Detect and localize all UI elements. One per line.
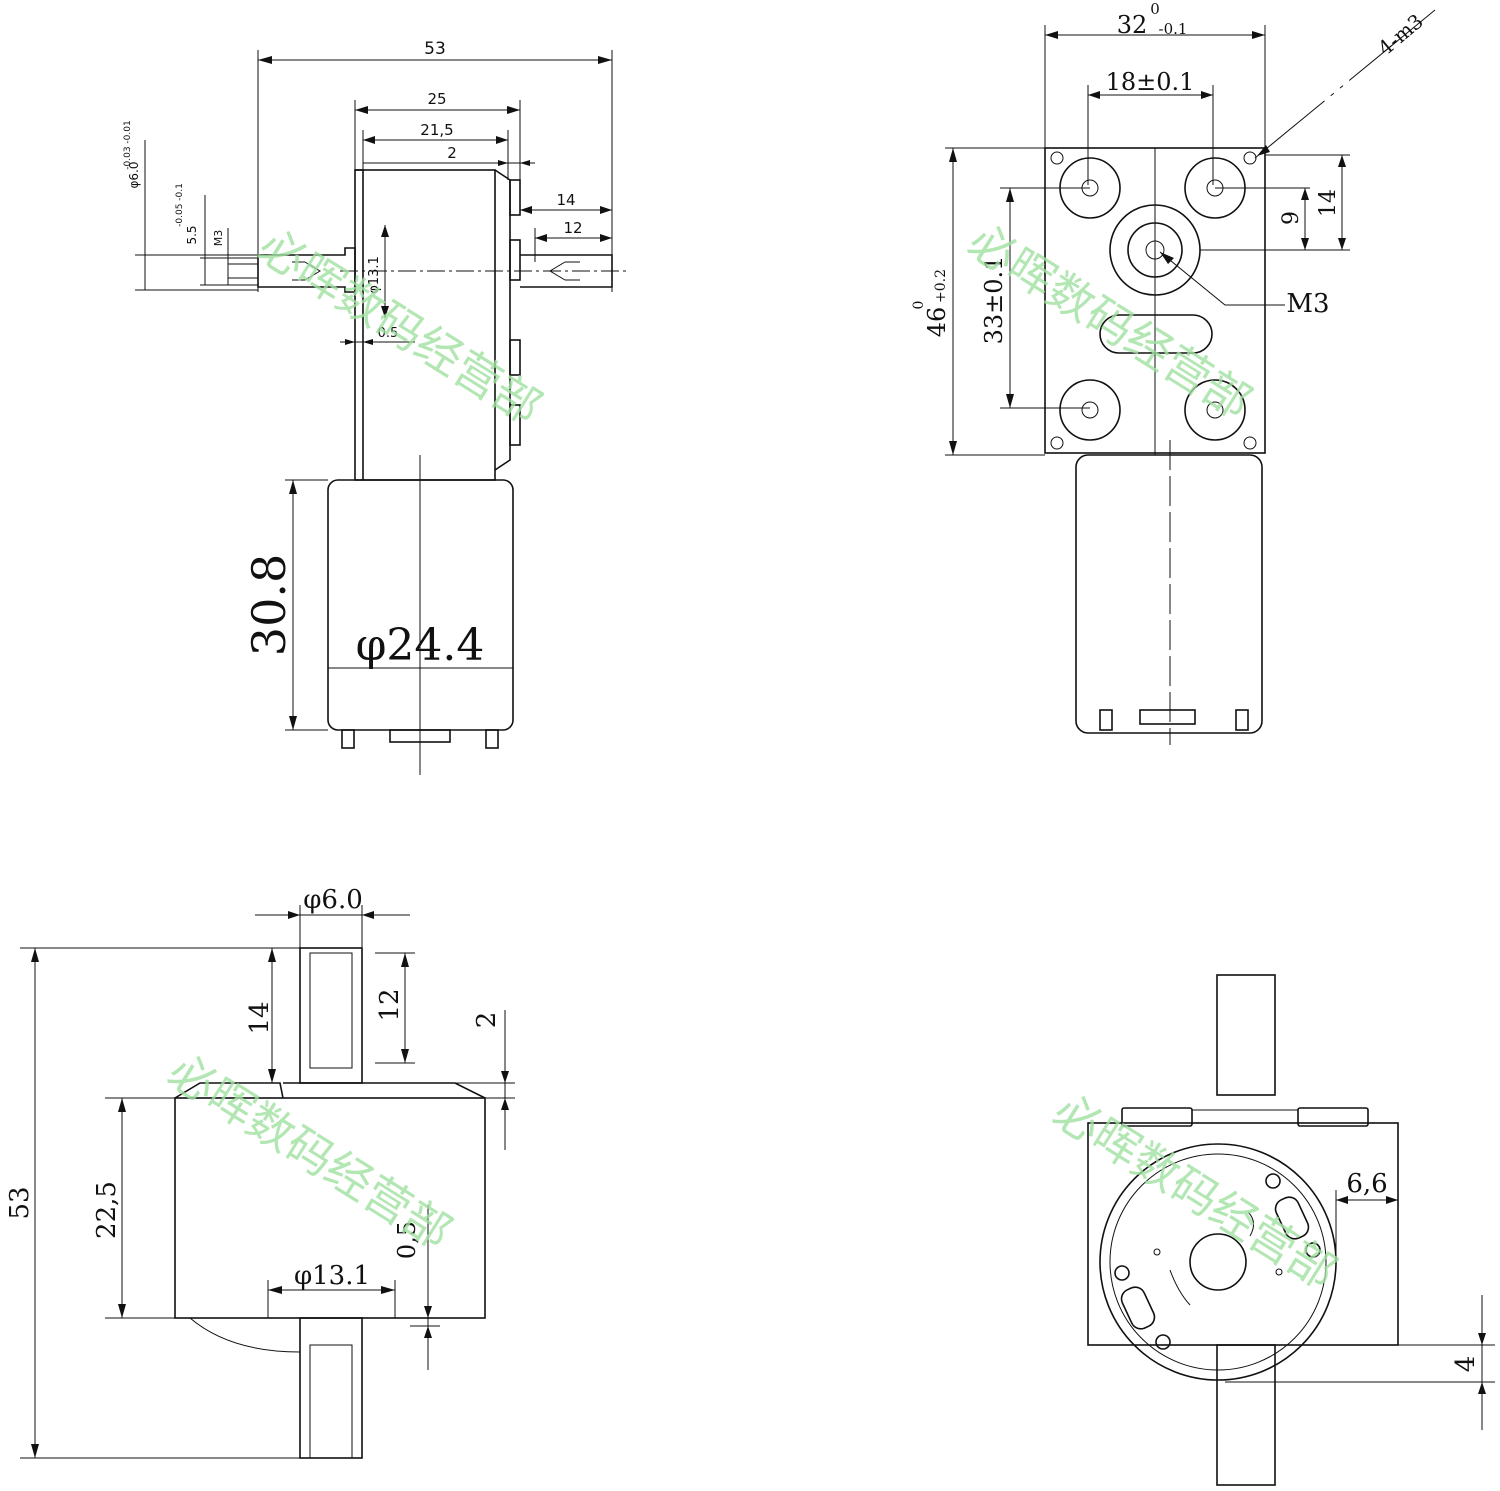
dim-height-46: 46 [923, 307, 951, 338]
watermark-3: 必晖数码经营部 [159, 1044, 461, 1260]
dim-hub-gap-0-5: 0.5 [378, 326, 399, 341]
dim-width-32: 32 [1117, 11, 1148, 39]
dim-flat-12: 12 [563, 219, 582, 237]
watermark-1: 必晖数码经营部 [249, 219, 551, 435]
dim-shaft-14: 14 [556, 191, 575, 209]
top-shaft-lower [299, 1317, 363, 1459]
dim-screws-4-m3: 4-m3 [1373, 9, 1428, 60]
dim-width-tol-bot: -0.1 [1159, 20, 1188, 38]
dim-flat-5-5-tol: -0.05 -0.1 [175, 183, 185, 227]
dim-flat-5-5: 5.5 [185, 225, 199, 244]
dim-top-shaft-14: 14 [245, 1001, 275, 1034]
dim-top-overall-53: 53 [5, 1186, 35, 1219]
dim-height-tol-bot: +0.2 [933, 269, 949, 303]
end-view: 6,6 4 [1087, 974, 1495, 1486]
dim-overall-53: 53 [424, 39, 446, 59]
dim-hole-spacing-18: 18±0.1 [1106, 68, 1195, 96]
dim-top-hub-gap-0-5: 0,5 [393, 1221, 421, 1259]
dim-end-side-6-6: 6,6 [1346, 1169, 1387, 1199]
side-left-shaft [257, 247, 356, 293]
dim-offset-9: 9 [1279, 211, 1304, 225]
dim-width-tol-top: 0 [1150, 0, 1160, 18]
dim-motor-24-4: φ24.4 [356, 620, 485, 671]
dim-motor-30-8: 30.8 [242, 554, 296, 656]
dim-hub-13-1: φ13.1 [367, 256, 382, 294]
end-motor-cap [1099, 1143, 1337, 1381]
top-shaft-upper [299, 947, 363, 1084]
dim-shaft-thread-m3: M3 [1286, 289, 1329, 319]
dim-offset-14: 14 [1316, 189, 1341, 217]
side-view: 53 25 21,5 2 14 12 φ13.1 0.5 φ6.0 -0 [123, 39, 630, 775]
top-view: φ6.0 53 14 12 2 22,5 0,5 [5, 885, 515, 1459]
dim-top-lip-2: 2 [472, 1012, 502, 1029]
dim-gearbox-25: 25 [427, 90, 446, 108]
front-motor [1075, 454, 1263, 734]
dim-shaft-6-0: φ6.0 [127, 162, 141, 189]
dim-lip-2: 2 [447, 144, 457, 162]
dim-body-21-5: 21,5 [420, 121, 453, 139]
watermark-layer: 必晖数码经营部 必晖数码经营部 必晖数码经营部 必晖数码经营部 [159, 214, 1346, 1300]
dim-top-gearbox-22-5: 22,5 [92, 1181, 122, 1239]
end-shaft-lower [1216, 1344, 1276, 1486]
dim-height-tol-top: 0 [911, 301, 927, 310]
dim-hole-pitch-33: 33±0.1 [980, 256, 1008, 345]
dim-top-shaft-6-0: φ6.0 [303, 885, 363, 915]
dim-top-hub-13-1: φ13.1 [294, 1261, 370, 1291]
dim-top-flat-12: 12 [375, 988, 405, 1021]
dim-shaft-6-0-tol: -0.03 -0.01 [123, 120, 133, 169]
front-view: 32 0 -0.1 18±0.1 4-m3 46 0 +0.2 33±0.1 9 [911, 0, 1436, 745]
end-shaft-upper [1216, 974, 1276, 1096]
dim-end-bottom-4: 4 [1451, 1356, 1481, 1373]
dim-thread-m3-side: M3 [212, 230, 225, 247]
